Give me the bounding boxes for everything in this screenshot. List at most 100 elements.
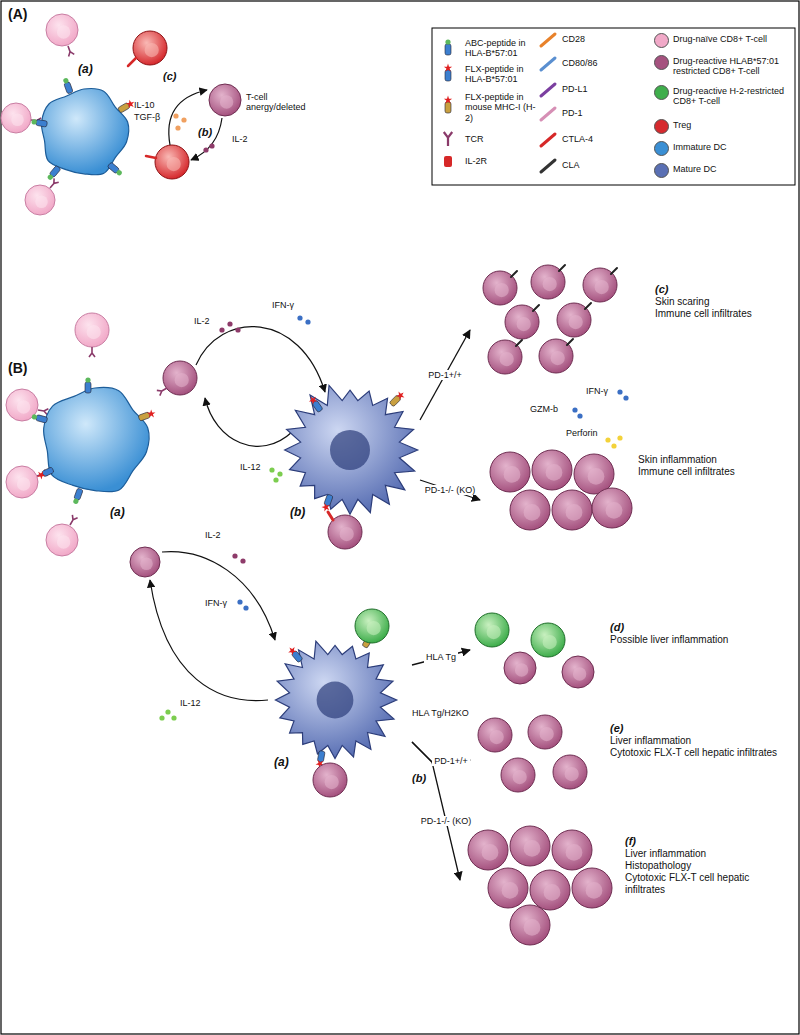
outcome-arrow bbox=[420, 480, 480, 500]
mhc-peptide-symbol bbox=[62, 77, 73, 94]
cell-nucleus bbox=[515, 663, 528, 676]
tcr-symbol bbox=[67, 515, 77, 527]
node-text-group: (a) bbox=[274, 755, 304, 769]
cell-cluster: (d)Possible liver inflammation bbox=[470, 605, 790, 700]
callout-letter: (b) bbox=[412, 772, 426, 785]
cell-nucleus bbox=[17, 400, 30, 413]
mhc-peptide-symbol bbox=[117, 98, 136, 114]
cell-nucleus bbox=[543, 635, 557, 649]
cytokine-dot bbox=[273, 477, 278, 482]
cell-body bbox=[505, 305, 539, 339]
t-cell bbox=[1, 103, 31, 133]
node-text-group: (b) bbox=[290, 505, 320, 519]
cytokine-label: IFN-γ bbox=[205, 598, 227, 608]
mhc-peptide-symbol bbox=[307, 394, 324, 413]
mhc-peptide-symbol bbox=[31, 119, 47, 128]
cytokine-label: IL-12 bbox=[240, 462, 261, 472]
callout-letter: (c) bbox=[163, 70, 176, 83]
cell-nucleus bbox=[566, 504, 583, 521]
cell-body bbox=[163, 361, 197, 395]
t-cell bbox=[46, 14, 78, 46]
cell-body bbox=[130, 547, 160, 577]
t-cell bbox=[163, 361, 197, 395]
cell-nucleus bbox=[220, 95, 233, 108]
t-cell bbox=[313, 763, 347, 797]
cell-nucleus bbox=[482, 844, 499, 861]
genotype-label: PD-1+/+ bbox=[426, 370, 464, 380]
legend-box bbox=[432, 28, 795, 185]
cytokine-dot bbox=[219, 327, 224, 332]
t-cell bbox=[75, 313, 109, 347]
t-cell bbox=[488, 340, 522, 374]
cell-body bbox=[510, 905, 550, 945]
cell-body bbox=[355, 609, 389, 643]
cell-body bbox=[592, 488, 632, 528]
cytokine-label: GZM-b bbox=[530, 404, 558, 414]
tcr-symbol bbox=[65, 45, 74, 56]
t-cell bbox=[133, 31, 167, 65]
cell-nucleus bbox=[17, 477, 30, 490]
cytokine-label: T-cell anergy/deleted bbox=[246, 92, 318, 113]
cell-body bbox=[528, 715, 562, 749]
cell-body bbox=[510, 490, 550, 530]
receptor-line bbox=[128, 58, 136, 66]
cytokine-dot bbox=[243, 605, 248, 610]
tcr-symbol bbox=[444, 132, 452, 146]
cell-nucleus bbox=[57, 535, 70, 548]
receptor-line bbox=[328, 512, 333, 520]
mhc-peptide-symbol bbox=[31, 413, 48, 423]
outcome-text: Possible liver inflammation bbox=[610, 634, 780, 646]
cell-nucleus bbox=[175, 373, 189, 387]
outcome-text: Liver inflammation bbox=[610, 735, 780, 747]
cell-body bbox=[488, 340, 522, 374]
dc-nucleus bbox=[330, 430, 370, 470]
t-cell bbox=[510, 905, 550, 945]
t-cell bbox=[475, 613, 509, 647]
cell-nucleus bbox=[140, 558, 153, 571]
cell-body bbox=[490, 452, 530, 492]
legend-text: PD-L1 bbox=[562, 84, 642, 94]
cytokine-dot bbox=[171, 715, 176, 720]
cytokine-dot bbox=[623, 395, 628, 400]
legend-text: Immature DC bbox=[673, 142, 791, 152]
outcome-text: Skin scaring bbox=[655, 296, 785, 308]
cytokine-label: TGF-β bbox=[134, 112, 160, 122]
cytokine-dot bbox=[577, 413, 582, 418]
t-cell bbox=[488, 868, 528, 908]
cells-layer bbox=[1, 14, 632, 945]
cell-body bbox=[557, 303, 591, 337]
callout-letter: (a) bbox=[274, 755, 304, 769]
cell-nucleus bbox=[569, 315, 583, 329]
receptor-line bbox=[585, 303, 591, 309]
cell-nucleus bbox=[145, 43, 159, 57]
t-cell bbox=[510, 826, 550, 866]
t-cell bbox=[528, 715, 562, 749]
cell-nucleus bbox=[524, 919, 541, 936]
cytokine-label: Perforin bbox=[566, 428, 598, 438]
node-text-group: Skin inflammationImmune cell infiltrates bbox=[638, 454, 783, 478]
cytokine-dot bbox=[617, 435, 622, 440]
mhc-peptide-symbol bbox=[85, 377, 91, 393]
node-text-group: (c)Skin scaringImmune cell infiltrates bbox=[655, 283, 785, 320]
legend-text: Treg bbox=[673, 120, 791, 130]
cell-nucleus bbox=[513, 770, 527, 784]
cell-nucleus bbox=[367, 621, 381, 635]
t-cell bbox=[155, 145, 189, 179]
cytokine-label: HLA Tg/H2KO bbox=[412, 708, 469, 718]
receptor-line bbox=[541, 134, 555, 146]
cell-nucleus bbox=[544, 884, 561, 901]
cytokine-dot bbox=[181, 117, 186, 122]
t-cell bbox=[501, 758, 535, 792]
cytokine-dot bbox=[173, 113, 178, 118]
cytokine-label: IFN-γ bbox=[586, 386, 608, 396]
mhc-peptide-symbol bbox=[138, 408, 157, 422]
cytokine-arrow bbox=[205, 398, 292, 446]
legend-text: CD80/86 bbox=[562, 58, 642, 68]
cell-nucleus bbox=[543, 277, 557, 291]
cell-nucleus bbox=[606, 502, 623, 519]
cell-nucleus bbox=[500, 352, 514, 366]
dc-nucleus bbox=[317, 682, 354, 719]
cell-body bbox=[504, 652, 536, 684]
cell-body bbox=[553, 755, 587, 789]
